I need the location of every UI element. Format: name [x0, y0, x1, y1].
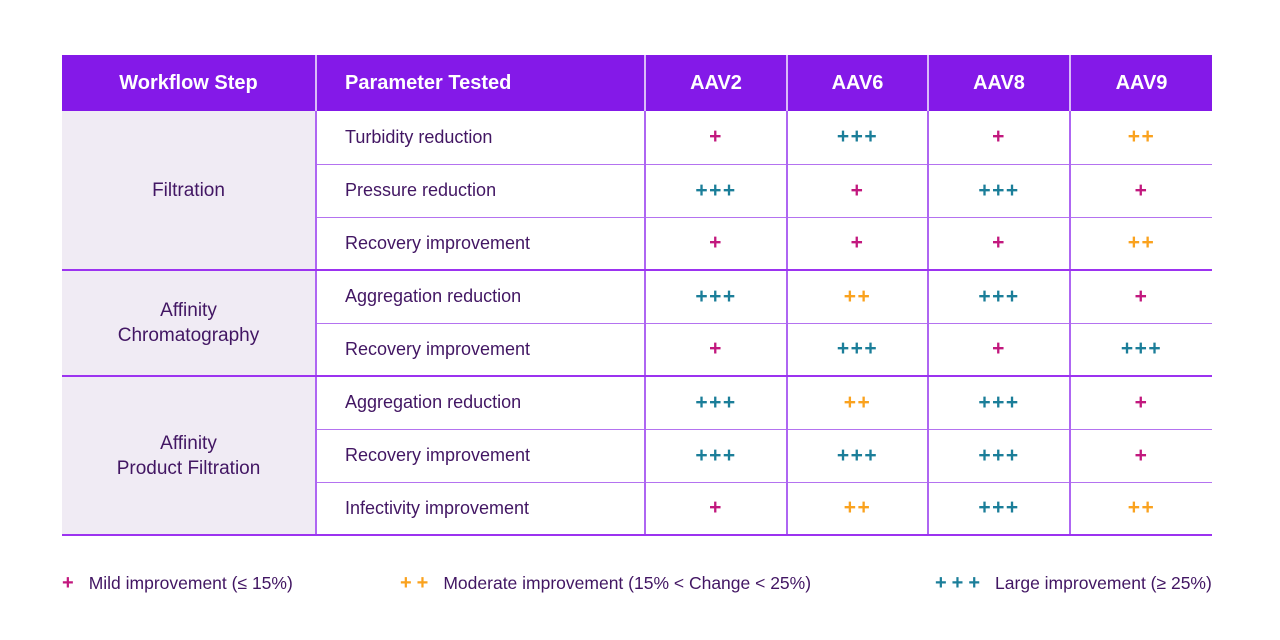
workflow-step-cell: Filtration: [62, 111, 316, 271]
parameter-cell: Recovery improvement: [315, 323, 645, 377]
column-header-aav2: AAV2: [644, 55, 787, 111]
legend: + Mild improvement (≤ 15%) ++ Moderate impr…: [0, 570, 1280, 600]
legend-label: Large improvement (≥ 25%): [995, 572, 1212, 593]
rating-cell-mild: +: [1069, 429, 1212, 483]
table-row: Infectivity improvement++++++++: [62, 482, 1212, 536]
data-table: Workflow Step Parameter Tested AAV2 AAV6…: [62, 55, 1212, 536]
plus-symbol-large: +++: [935, 571, 986, 594]
rating-cell-large: +++: [927, 270, 1070, 324]
legend-item-moderate: ++ Moderate improvement (15% < Change < 2…: [400, 570, 811, 596]
rating-cell-large: +++: [644, 270, 787, 324]
rating-cell-large: +++: [644, 376, 787, 430]
parameter-cell: Aggregation reduction: [315, 270, 645, 324]
parameter-cell: Recovery improvement: [315, 217, 645, 271]
rating-cell-mild: +: [644, 482, 787, 536]
plus-symbol-moderate: ++: [400, 571, 434, 594]
column-header-workflow-step: Workflow Step: [62, 55, 316, 111]
rating-cell-large: +++: [927, 482, 1070, 536]
workflow-step-cell: Affinity Product Filtration: [62, 376, 316, 536]
table-row: Recovery improvement++++++++: [62, 323, 1212, 377]
rating-cell-large: +++: [644, 164, 787, 218]
column-header-parameter-tested: Parameter Tested: [315, 55, 645, 111]
rating-cell-large: +++: [1069, 323, 1212, 377]
parameter-cell: Infectivity improvement: [315, 482, 645, 536]
rating-cell-mild: +: [1069, 164, 1212, 218]
header-row: Workflow Step Parameter Tested AAV2 AAV6…: [62, 55, 1212, 111]
table-row: Recovery improvement++++++++++: [62, 429, 1212, 483]
rating-cell-large: +++: [786, 111, 928, 165]
rating-cell-mild: +: [644, 217, 787, 271]
workflow-step-cell: Affinity Chromatography: [62, 270, 316, 377]
rating-cell-moderate: ++: [786, 376, 928, 430]
column-header-aav9: AAV9: [1069, 55, 1212, 111]
rating-cell-large: +++: [927, 376, 1070, 430]
parameter-cell: Recovery improvement: [315, 429, 645, 483]
rating-cell-large: +++: [927, 164, 1070, 218]
column-header-aav6: AAV6: [786, 55, 928, 111]
legend-item-mild: + Mild improvement (≤ 15%): [62, 570, 293, 596]
rating-cell-mild: +: [1069, 376, 1212, 430]
rating-cell-mild: +: [1069, 270, 1212, 324]
rating-cell-large: +++: [786, 323, 928, 377]
rating-cell-mild: +: [786, 164, 928, 218]
rating-cell-mild: +: [927, 217, 1070, 271]
rating-cell-moderate: ++: [1069, 217, 1212, 271]
rating-cell-mild: +: [927, 323, 1070, 377]
plus-symbol-mild: +: [62, 571, 79, 594]
rating-cell-moderate: ++: [786, 482, 928, 536]
rating-cell-large: +++: [786, 429, 928, 483]
rating-cell-moderate: ++: [786, 270, 928, 324]
parameter-cell: Turbidity reduction: [315, 111, 645, 165]
parameter-cell: Aggregation reduction: [315, 376, 645, 430]
legend-label: Moderate improvement (15% < Change < 25%…: [443, 572, 812, 593]
legend-label: Mild improvement (≤ 15%): [88, 572, 293, 593]
rating-cell-mild: +: [644, 111, 787, 165]
table-header: Workflow Step Parameter Tested AAV2 AAV6…: [62, 55, 1212, 111]
parameter-cell: Pressure reduction: [315, 164, 645, 218]
legend-item-large: +++ Large improvement (≥ 25%): [935, 570, 1212, 596]
rating-cell-large: +++: [644, 429, 787, 483]
rating-cell-large: +++: [927, 429, 1070, 483]
rating-cell-moderate: ++: [1069, 111, 1212, 165]
rating-cell-mild: +: [644, 323, 787, 377]
rating-cell-mild: +: [927, 111, 1070, 165]
aav-improvement-table: Workflow Step Parameter Tested AAV2 AAV6…: [62, 55, 1212, 536]
rating-cell-moderate: ++: [1069, 482, 1212, 536]
rating-cell-mild: +: [786, 217, 928, 271]
column-header-aav8: AAV8: [927, 55, 1070, 111]
table-row: Recovery improvement+++++: [62, 217, 1212, 271]
table-row: Pressure reduction++++++++: [62, 164, 1212, 218]
